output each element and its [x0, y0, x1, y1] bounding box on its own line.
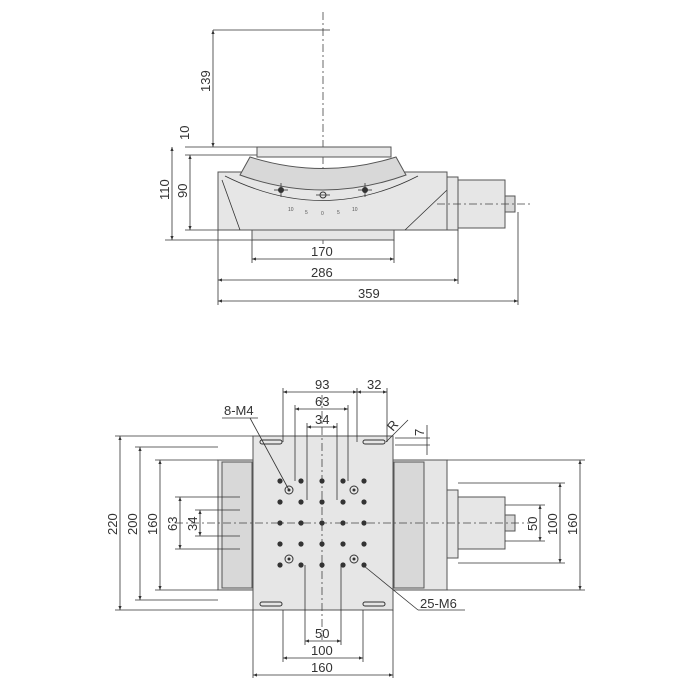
top-plate	[256, 146, 392, 158]
svg-text:10: 10	[288, 207, 294, 213]
m6-hole	[319, 562, 325, 568]
m6-hole	[340, 562, 346, 568]
m6-hole	[277, 520, 283, 526]
m6-hole	[340, 541, 346, 547]
m6-hole	[361, 520, 367, 526]
m6-hole	[298, 478, 304, 484]
label-160-left: 160	[145, 513, 160, 535]
m6-hole	[340, 499, 346, 505]
goniometer-cradle	[239, 156, 407, 191]
m6-hole	[361, 562, 367, 568]
label-r: R	[384, 417, 402, 434]
m6-hole	[319, 520, 325, 526]
m6-hole	[361, 499, 367, 505]
label-34-left: 34	[185, 517, 200, 531]
label-34-top: 34	[315, 412, 329, 427]
m6-hole	[277, 478, 283, 484]
label-63-top: 63	[315, 394, 329, 409]
svg-text:10: 10	[352, 207, 358, 213]
label-10: 10	[177, 126, 192, 140]
m6-hole	[298, 499, 304, 505]
slot-holes	[259, 439, 386, 607]
label-90: 90	[175, 184, 190, 198]
m6-hole	[277, 541, 283, 547]
m6-hole	[340, 478, 346, 484]
svg-text:5: 5	[337, 210, 340, 216]
callout-8-m4: 8-M4	[224, 403, 254, 418]
mounting-hole-grid	[277, 478, 367, 568]
m4-holes	[284, 485, 359, 564]
m6-hole	[319, 541, 325, 547]
label-160-bottom: 160	[311, 660, 333, 675]
label-50-right: 50	[525, 517, 540, 531]
m6-hole	[298, 541, 304, 547]
label-286: 286	[311, 265, 333, 280]
label-63-left: 63	[165, 517, 180, 531]
label-93: 93	[315, 377, 329, 392]
callout-25-m6: 25-M6	[420, 596, 457, 611]
label-139: 139	[198, 70, 213, 92]
m6-hole	[319, 499, 325, 505]
m6-hole	[319, 478, 325, 484]
label-100-bottom: 100	[311, 643, 333, 658]
adjust-crosshairs	[274, 183, 372, 199]
label-359: 359	[358, 286, 380, 301]
m6-hole	[361, 541, 367, 547]
label-200: 200	[125, 513, 140, 535]
angle-scale: 10 5 0 5 10	[288, 207, 358, 217]
label-32: 32	[367, 377, 381, 392]
label-110: 110	[157, 179, 172, 200]
svg-text:0: 0	[321, 211, 324, 217]
motor-flange	[446, 176, 459, 231]
label-170: 170	[311, 244, 333, 259]
label-100-right: 100	[545, 513, 560, 535]
plan-view: 220 200 160 63 34 50 100 160 93 32 63 34…	[105, 377, 585, 678]
m6-hole	[298, 520, 304, 526]
front-view: 139 10 110 90 10 5 0 5 10 170 286	[157, 12, 530, 305]
bottom-plate	[251, 229, 395, 241]
m6-hole	[361, 478, 367, 484]
label-50-bottom: 50	[315, 626, 329, 641]
m6-hole	[298, 562, 304, 568]
m6-hole	[340, 520, 346, 526]
m6-hole	[277, 562, 283, 568]
m6-hole	[277, 499, 283, 505]
svg-text:5: 5	[305, 210, 308, 216]
label-160-right: 160	[565, 513, 580, 535]
label-7: 7	[412, 429, 427, 436]
label-220: 220	[105, 513, 120, 535]
